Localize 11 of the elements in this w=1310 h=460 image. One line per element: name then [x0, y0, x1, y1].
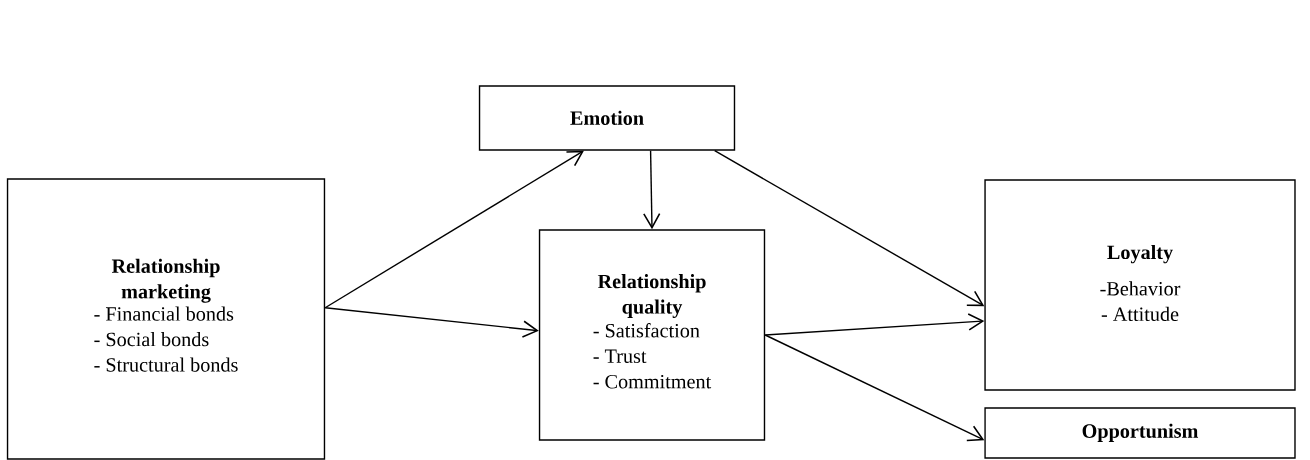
arrow — [324, 307, 539, 338]
process-box: Opportunism — [984, 407, 1296, 459]
arrow — [324, 150, 584, 309]
process-box: Relationship quality - Satisfaction - Trust - Commitment — [538, 229, 766, 441]
arrow — [713, 150, 985, 307]
arrow — [764, 313, 985, 336]
arrow — [764, 334, 985, 442]
process-box: Emotion — [478, 85, 736, 151]
process-box: Relationship marketing - Financial bonds - Social bonds - Structural bonds — [6, 178, 326, 460]
process-box: Loyalty -Behavior - Attitude — [984, 179, 1296, 391]
arrow — [643, 150, 661, 230]
